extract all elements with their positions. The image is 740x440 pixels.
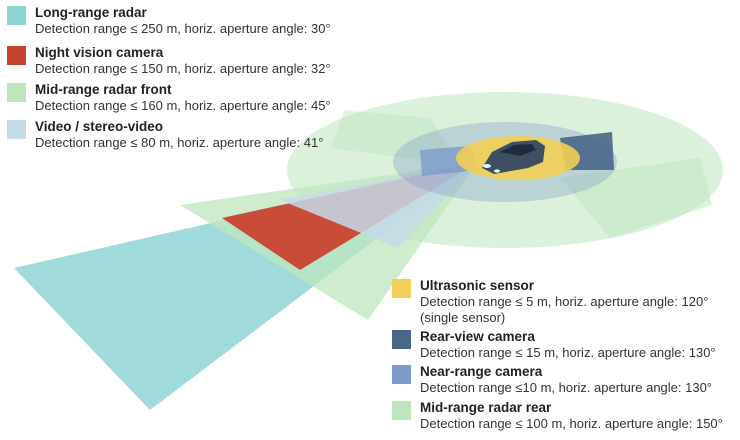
legend-desc-mid-range-radar-rear: Detection range ≤ 100 m, horiz. aperture… [420,416,723,431]
legend-desc-video-stereo-video: Detection range ≤ 80 m, horiz. aperture … [35,135,324,150]
legend-title-video-stereo-video: Video / stereo-video [35,119,164,134]
legend-swatch-long-range-radar [7,6,26,25]
legend-desc-long-range-radar: Detection range ≤ 250 m, horiz. aperture… [35,21,331,36]
legend-title-near-range-camera: Near-range camera [420,364,543,379]
legend-desc-rear-view-camera: Detection range ≤ 15 m, horiz. aperture … [420,345,716,360]
legend-title-mid-range-radar-rear: Mid-range radar rear [420,400,552,415]
legend-item-night-vision-camera: Night vision camera Detection range ≤ 15… [7,45,331,77]
legend-desc-night-vision-camera: Detection range ≤ 150 m, horiz. aperture… [35,61,331,76]
mid-range-radar-rear-lobe-right [560,158,712,238]
legend-desc-mid-range-radar-front: Detection range ≤ 160 m, horiz. aperture… [35,98,331,113]
legend-title-night-vision-camera: Night vision camera [35,45,164,60]
legend-title-mid-range-radar-front: Mid-range radar front [35,82,172,97]
legend-desc-ultrasonic-sensor: Detection range ≤ 5 m, horiz. aperture a… [420,294,709,309]
legend-item-mid-range-radar-front: Mid-range radar front Detection range ≤ … [7,82,331,114]
legend-title-rear-view-camera: Rear-view camera [420,329,535,344]
legend-item-video-stereo-video: Video / stereo-video Detection range ≤ 8… [7,119,323,151]
legend-swatch-ultrasonic-sensor [392,279,411,298]
video-stereo-video-zone [280,162,478,248]
legend-title-long-range-radar: Long-range radar [35,5,147,20]
legend-title-ultrasonic-sensor: Ultrasonic sensor [420,278,535,293]
legend-item-long-range-radar: Long-range radar Detection range ≤ 250 m… [7,5,331,37]
car-icon [482,140,545,174]
legend-desc-near-range-camera: Detection range ≤10 m, horiz. aperture a… [420,380,713,395]
legend-item-mid-range-radar-rear: Mid-range radar rear Detection range ≤ 1… [392,400,723,432]
legend-swatch-near-range-camera [392,365,411,384]
legend-swatch-mid-range-radar-front [7,83,26,102]
legend-swatch-night-vision-camera [7,46,26,65]
legend-swatch-video-stereo-video [7,120,26,139]
legend-swatch-mid-range-radar-rear [392,401,411,420]
legend-item-ultrasonic-sensor: Ultrasonic sensor Detection range ≤ 5 m,… [392,278,708,326]
legend-swatch-rear-view-camera [392,330,411,349]
legend-desc2-ultrasonic-sensor: (single sensor) [420,310,506,325]
legend-item-rear-view-camera: Rear-view camera Detection range ≤ 15 m,… [392,329,716,361]
legend-item-near-range-camera: Near-range camera Detection range ≤10 m,… [392,364,712,396]
